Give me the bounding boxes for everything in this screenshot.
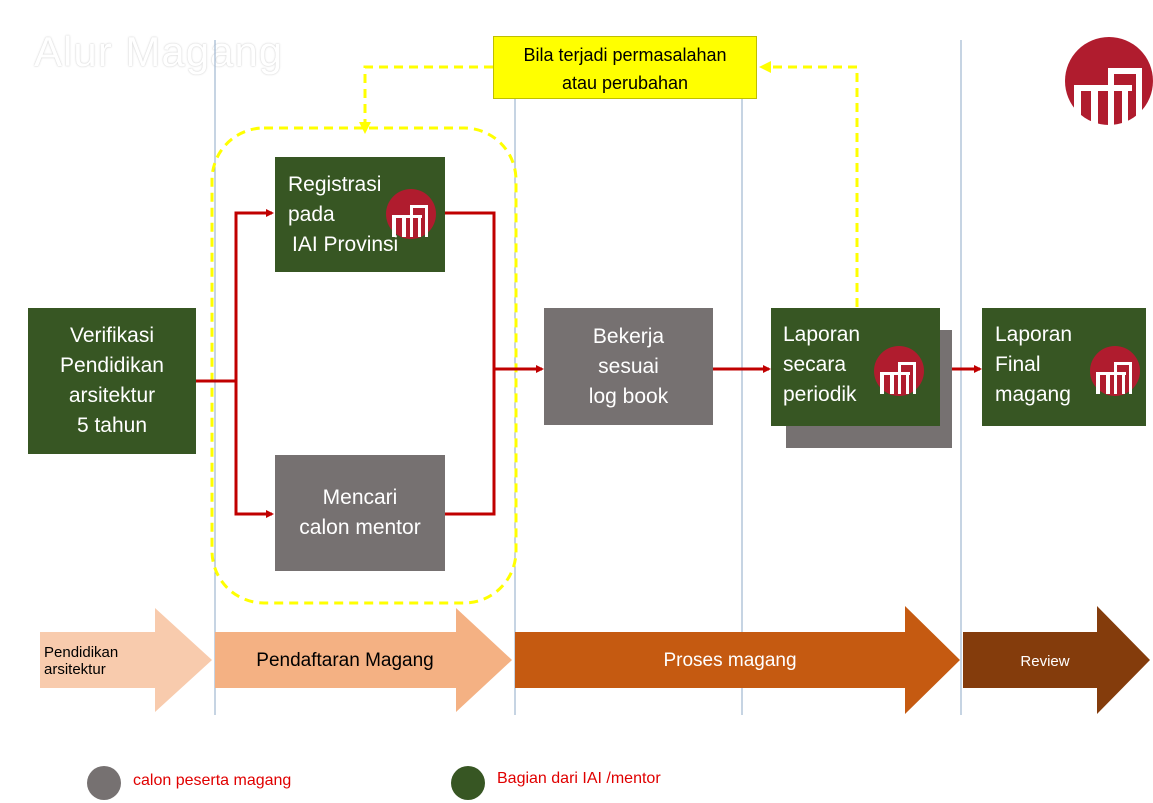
legend-label-iai: Bagian dari IAI /mentor bbox=[497, 770, 661, 787]
phase-arrow-pendaftaran bbox=[215, 608, 512, 712]
box-text: Registrasi bbox=[288, 173, 382, 196]
feedback-arrow-left bbox=[359, 65, 493, 134]
flow-arrow-to-registrasi bbox=[234, 209, 274, 381]
verifikasi-box: Verifikasi Pendidikan arsitektur 5 tahun bbox=[28, 308, 196, 454]
box-text: pada bbox=[288, 203, 335, 226]
phase-arrow-proses bbox=[515, 606, 960, 714]
box-text: sesuai bbox=[598, 354, 659, 378]
box-text: periodik bbox=[783, 383, 857, 406]
bekerja-box: Bekerja sesuai log book bbox=[544, 308, 713, 425]
phase-separators bbox=[214, 40, 962, 715]
flow-line bbox=[445, 211, 496, 369]
flow-arrow-to-mentor bbox=[234, 381, 274, 518]
box-text: Verifikasi bbox=[69, 324, 154, 347]
box-text: secara bbox=[783, 353, 847, 376]
iai-logo-icon bbox=[874, 346, 924, 396]
box-text: arsitektur bbox=[68, 384, 156, 407]
flow-line bbox=[445, 369, 496, 516]
mentor-box: Mencari calon mentor bbox=[275, 455, 445, 571]
iai-logo-icon bbox=[1090, 346, 1140, 396]
box-text: magang bbox=[995, 383, 1071, 406]
registration-group-outline bbox=[210, 126, 518, 605]
box-text: log book bbox=[588, 384, 669, 408]
phase-label-pendidikan: Pendidikan arsitektur bbox=[44, 636, 154, 686]
phase-label-pendaftaran: Pendaftaran Magang bbox=[256, 650, 434, 671]
feedback-arrow-right bbox=[759, 61, 859, 307]
box-text: Pendidikan bbox=[60, 354, 164, 377]
note-line-2: atau perubahan bbox=[561, 73, 689, 93]
legend-gray-dot bbox=[87, 766, 121, 800]
iai-logo-corner-icon bbox=[1065, 37, 1153, 127]
box-text: Final bbox=[995, 353, 1041, 376]
box-text: Laporan bbox=[995, 323, 1073, 346]
note-line-1: Bila terjadi permasalahan bbox=[523, 45, 727, 65]
legend-green-dot bbox=[451, 766, 485, 800]
iai-logo-icon bbox=[386, 189, 436, 239]
phase-arrow-review bbox=[963, 606, 1150, 714]
box-text: Bekerja bbox=[592, 324, 665, 348]
phase-text: arsitektur bbox=[44, 661, 106, 678]
page-title: Alur Magang bbox=[34, 28, 284, 75]
phase-text: Pendidikan bbox=[44, 644, 119, 661]
box-text: IAI Provinsi bbox=[292, 233, 399, 256]
box-text: calon mentor bbox=[299, 516, 421, 539]
legend-label-calon: calon peserta magang bbox=[133, 772, 292, 789]
problem-note: Bila terjadi permasalahan atau perubahan bbox=[493, 36, 757, 99]
phase-label-review: Review bbox=[1020, 652, 1070, 670]
box-text: Laporan bbox=[783, 323, 861, 346]
phase-label-proses: Proses magang bbox=[663, 650, 797, 671]
phase-arrow-pendidikan bbox=[40, 608, 212, 712]
box-text: Mencari bbox=[322, 486, 398, 509]
box-text: 5 tahun bbox=[76, 414, 148, 437]
